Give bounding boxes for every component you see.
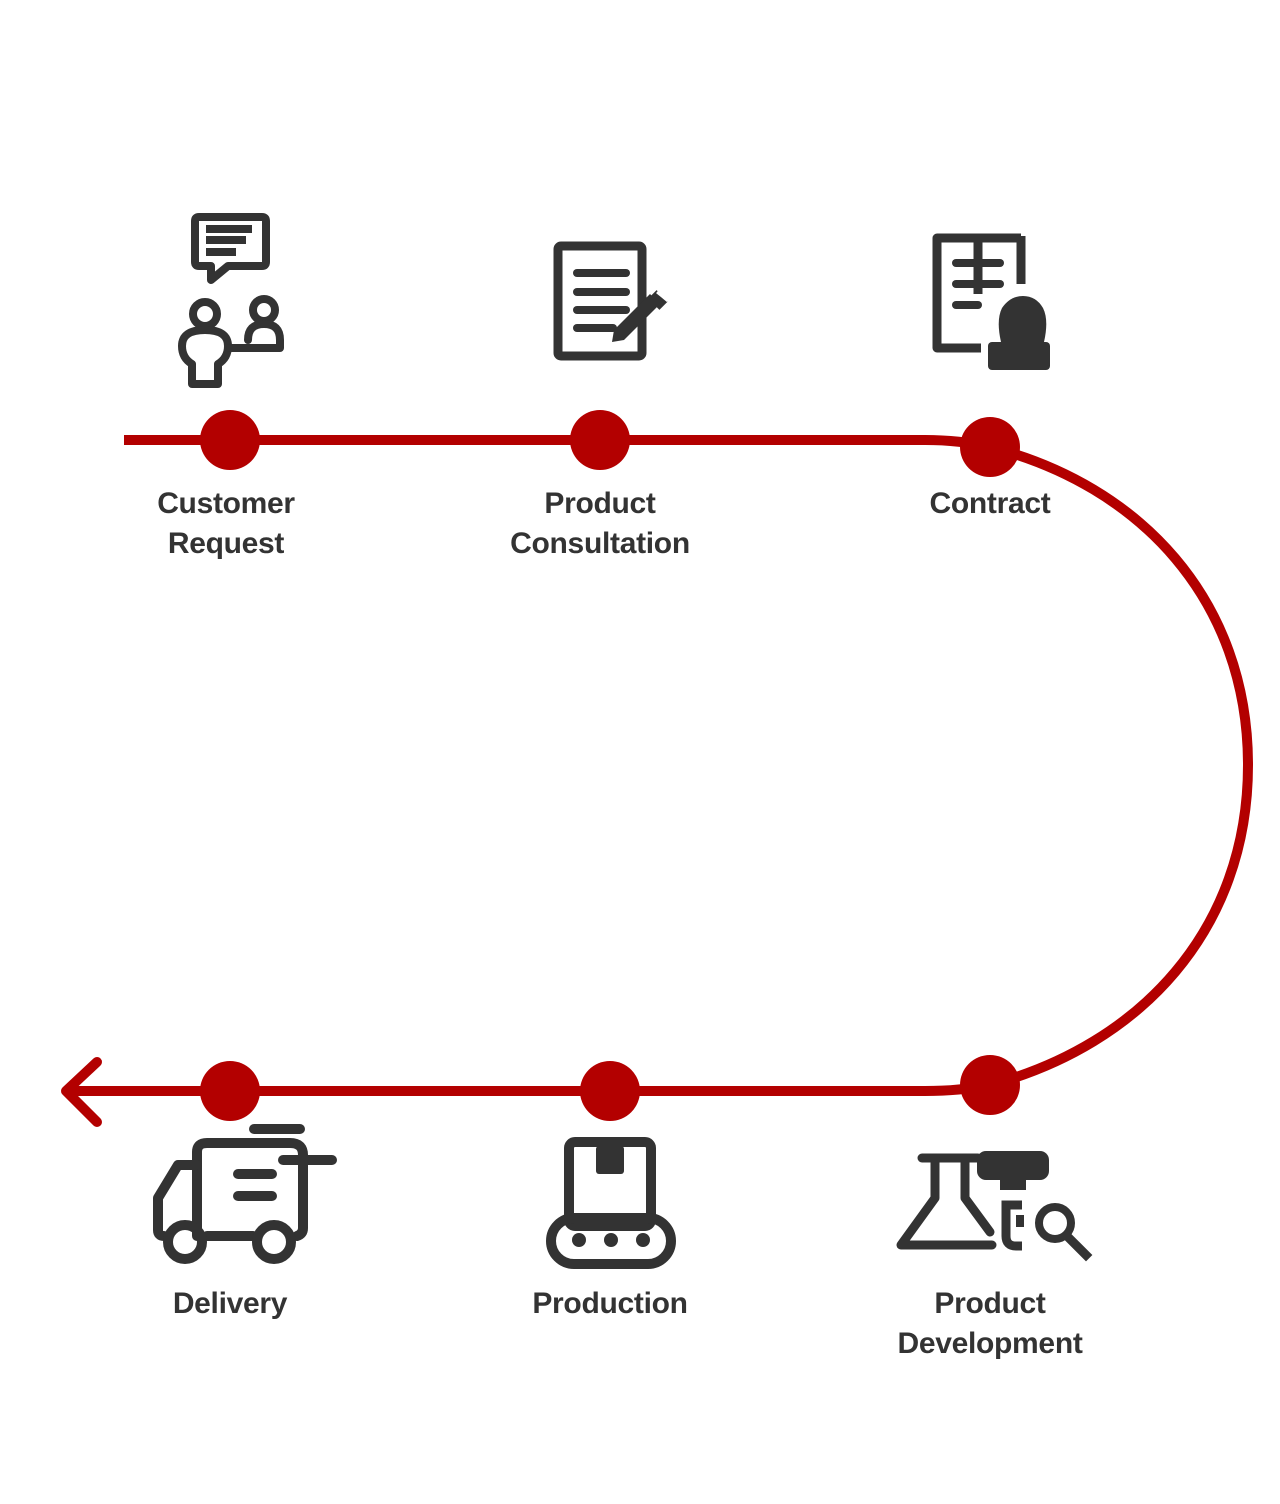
label-delivery: Delivery <box>70 1284 390 1324</box>
label-contract: Contract <box>830 484 1150 524</box>
lab-research-icon <box>896 1151 1093 1262</box>
contract-stamp-icon <box>932 233 1050 370</box>
label-line: Product <box>544 487 656 520</box>
node-product-consultation <box>570 410 630 470</box>
label-line: Consultation <box>510 527 690 560</box>
arrow-head-icon <box>61 1057 102 1127</box>
conveyor-box-icon <box>546 1137 676 1269</box>
label-line: Delivery <box>172 1287 288 1320</box>
label-line: Product <box>934 1287 1046 1320</box>
label-customer-request: Customer Request <box>66 484 386 564</box>
label-line: Request <box>167 527 285 560</box>
customer-chat-icon <box>178 213 284 388</box>
label-production: Production <box>450 1284 770 1324</box>
node-production <box>580 1061 640 1121</box>
label-line: Production <box>532 1287 688 1320</box>
label-line: Customer <box>157 487 295 520</box>
label-product-consultation: Product Consultation <box>440 484 760 564</box>
label-product-development: Product Development <box>830 1284 1150 1364</box>
label-line: Development <box>897 1327 1083 1360</box>
document-edit-icon <box>553 241 669 361</box>
node-contract <box>960 417 1020 477</box>
delivery-truck-icon <box>153 1124 337 1264</box>
node-customer-request <box>200 410 260 470</box>
label-line: Contract <box>929 487 1051 520</box>
node-product-development <box>960 1055 1020 1115</box>
node-delivery <box>200 1061 260 1121</box>
